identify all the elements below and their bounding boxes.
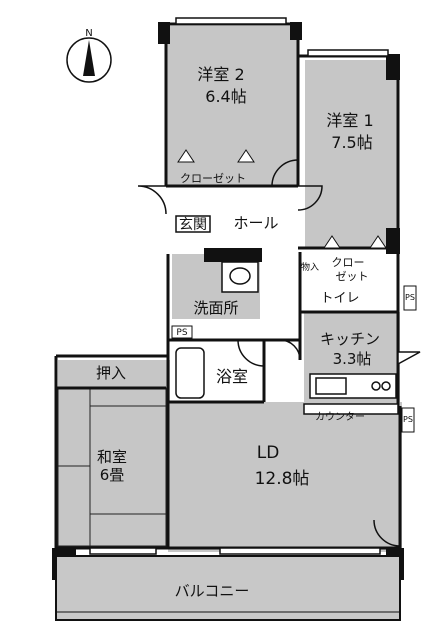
balcony-label: バルコニー: [175, 582, 250, 600]
hall-label: ホール: [233, 214, 278, 232]
ld-size: 12.8帖: [255, 469, 310, 489]
balcony-area: [55, 555, 401, 621]
entrance-label: 玄関: [179, 216, 207, 233]
closet-b-label: クロー: [332, 256, 365, 269]
fixtures: [175, 215, 399, 415]
oshiire-label: 押入: [96, 364, 126, 382]
western1-size: 7.5帖: [331, 133, 372, 152]
room-labels: 洋室 2 6.4帖 洋室 1 7.5帖 クローゼット クロー ゼット 玄関 ホー…: [96, 65, 380, 600]
closet-b-label-2: ゼット: [336, 270, 369, 283]
western2-size: 6.4帖: [205, 87, 246, 106]
japanese-size: 6畳: [100, 466, 125, 484]
ld-name: LD: [257, 443, 280, 463]
western2-name: 洋室 2: [197, 65, 244, 84]
windows: [89, 17, 389, 555]
kitchen-size: 3.3帖: [333, 350, 372, 368]
ps-label-2: PS: [405, 293, 415, 302]
ps-label-1: PS: [176, 328, 187, 338]
ps-label-3: PS: [403, 415, 413, 424]
doors: [137, 159, 421, 547]
closet-a-label: クローゼット: [180, 172, 246, 185]
floor-fills: [56, 26, 402, 619]
closet-marks: [177, 149, 387, 249]
compass-north-label: N: [85, 28, 92, 39]
toilet-label: トイレ: [320, 291, 359, 306]
kitchen-name: キッチン: [320, 330, 380, 348]
washroom-label: 洗面所: [193, 299, 238, 317]
ps-labels: PS PS PS: [171, 285, 417, 433]
compass-rose: N: [66, 28, 112, 83]
bath-label: 浴室: [216, 367, 248, 386]
western1-name: 洋室 1: [326, 111, 373, 130]
japanese-name: 和室: [97, 448, 127, 466]
counter-label: カウンター: [315, 411, 365, 423]
storage-label: 物入: [301, 261, 319, 273]
